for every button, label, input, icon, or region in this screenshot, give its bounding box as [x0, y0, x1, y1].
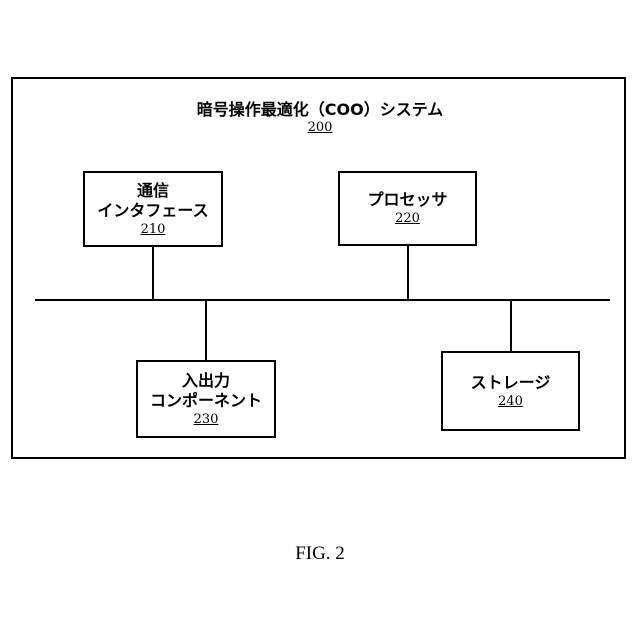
processor-label: プロセッサ	[367, 190, 447, 210]
comm-label-1: 通信	[137, 181, 169, 201]
comm-ref: 210	[141, 221, 166, 238]
processor-box: プロセッサ 220	[338, 171, 477, 246]
storage-label: ストレージ	[471, 373, 551, 393]
io-label-1: 入出力	[182, 371, 230, 391]
storage-ref: 240	[498, 393, 523, 410]
io-component-box: 入出力 コンポーネント 230	[136, 360, 276, 438]
processor-ref: 220	[395, 210, 420, 227]
io-ref: 230	[194, 411, 219, 428]
io-label-2: コンポーネント	[150, 391, 262, 411]
figure-label: FIG. 2	[0, 543, 640, 565]
comm-interface-box: 通信 インタフェース 210	[83, 171, 223, 247]
comm-label-2: インタフェース	[97, 201, 208, 221]
storage-box: ストレージ 240	[441, 351, 580, 431]
